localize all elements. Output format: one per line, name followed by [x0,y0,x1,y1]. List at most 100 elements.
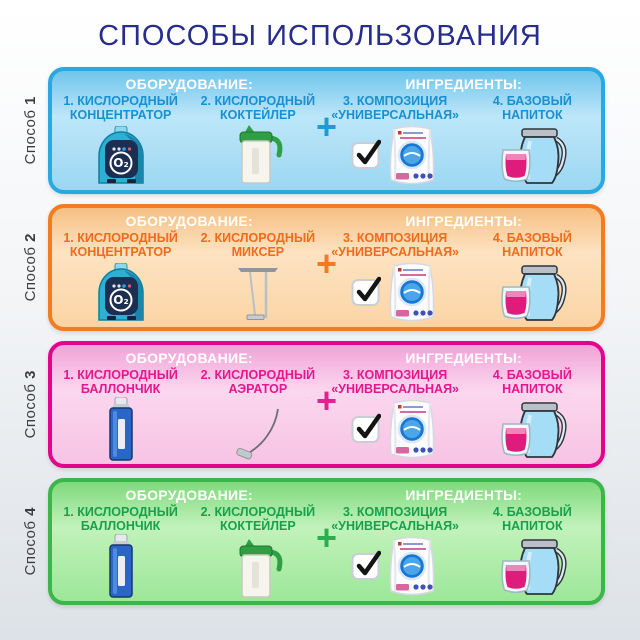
item-label-line: «УНИВЕРСАЛЬНАЯ» [331,519,460,534]
equipment-item: 1. КИСЛОРОДНЫЙ БАЛЛОНЧИК [52,503,189,604]
equipment-section: ОБОРУДОВАНИЕ: 1. КИСЛОРОДНЫЙ БАЛЛОНЧИК 2… [52,482,327,601]
ingredients-section: ИНГРЕДИЕНТЫ: 3. КОМПОЗИЦИЯ «УНИВЕРСАЛЬНА… [327,482,602,601]
item-label-line: 2. КИСЛОРОДНЫЙ [200,231,316,245]
device-o2-label: O₂ [113,293,128,307]
oxygen-cocktailer-icon [232,123,284,190]
item-label-line: 3. КОМПОЗИЦИЯ [342,505,448,519]
plus-sign: + [315,379,338,421]
method-row: Способ 4 ОБОРУДОВАНИЕ: 1. КИСЛОРОДНЫЙ БА… [12,478,605,605]
plus-sign: + [315,516,338,558]
item-label-line: КОКТЕЙЛЕР [220,108,296,123]
method-label-number: 3 [21,370,39,380]
equipment-item: 2. КИСЛОРОДНЫЙ МИКСЕР [189,229,326,327]
item-label-line: АЭРАТОР [228,382,288,397]
equipment-item: 2. КИСЛОРОДНЫЙ КОКТЕЙЛЕР [189,503,326,604]
composition-combo [351,397,439,466]
item-label: 1. КИСЛОРОДНЫЙ КОНЦЕНТРАТОР [63,94,178,123]
ingredient-item: 4. БАЗОВЫЙ НАПИТОК [464,92,601,192]
item-label-line: «УНИВЕРСАЛЬНАЯ» [331,108,460,123]
ingredients-section: ИНГРЕДИЕНТЫ: 3. КОМПОЗИЦИЯ «УНИВЕРСАЛЬНА… [327,345,602,464]
equipment-item: 2. КИСЛОРОДНЫЙ АЭРАТОР [189,366,326,467]
item-label-line: 1. КИСЛОРОДНЫЙ [63,505,178,519]
equipment-item: 2. КИСЛОРОДНЫЙ КОКТЕЙЛЕР [189,92,326,190]
item-label-line: НАПИТОК [502,519,563,534]
page-title: СПОСОБЫ ИСПОЛЬЗОВАНИЯ [98,20,542,52]
item-label-line: 4. БАЗОВЫЙ [492,505,572,519]
method-panel: ОБОРУДОВАНИЕ: 1. КИСЛОРОДНЫЙ КОНЦЕНТРАТО… [48,204,605,331]
composition-combo [351,534,439,603]
method-side-label: Способ 1 [12,67,48,194]
item-label: 3. КОМПОЗИЦИЯ «УНИВЕРСАЛЬНАЯ» [331,94,459,123]
item-label: 2. КИСЛОРОДНЫЙ МИКСЕР [201,231,316,260]
equipment-header: ОБОРУДОВАНИЕ: [125,350,253,366]
equipment-header: ОБОРУДОВАНИЕ: [125,213,253,229]
plus-sign: + [315,105,338,147]
ingredient-item: 3. КОМПОЗИЦИЯ «УНИВЕРСАЛЬНАЯ» [327,503,464,603]
item-label: 1. КИСЛОРОДНЫЙ БАЛЛОНЧИК [63,505,178,534]
method-label-number: 4 [21,507,39,517]
ingredients-header: ИНГРЕДИЕНТЫ: [405,350,523,366]
item-label: 2. КИСЛОРОДНЫЙ АЭРАТОР [201,368,316,397]
item-label: 1. КИСЛОРОДНЫЙ КОНЦЕНТРАТОР [63,231,178,260]
item-label-line: КОНЦЕНТРАТОР [69,108,172,123]
item-label-line: 2. КИСЛОРОДНЫЙ [200,505,316,519]
equipment-header: ОБОРУДОВАНИЕ: [125,76,253,92]
item-label: 3. КОМПОЗИЦИЯ «УНИВЕРСАЛЬНАЯ» [331,368,459,397]
equipment-item: 1. КИСЛОРОДНЫЙ КОНЦЕНТРАТОР O₂ [52,92,189,190]
checked-checkbox-icon [351,412,381,444]
item-label-line: НАПИТОК [502,108,563,123]
item-label-line: 3. КОМПОЗИЦИЯ [342,368,448,382]
item-label: 2. КИСЛОРОДНЫЙ КОКТЕЙЛЕР [201,94,316,123]
oxygen-canister-icon [106,533,136,604]
ingredient-item: 3. КОМПОЗИЦИЯ «УНИВЕРСАЛЬНАЯ» [327,92,464,192]
ingredient-item: 3. КОМПОЗИЦИЯ «УНИВЕРСАЛЬНАЯ» [327,229,464,329]
checked-checkbox-icon [351,275,381,307]
ingredients-header: ИНГРЕДИЕНТЫ: [405,487,523,503]
method-label-word: Способ [21,246,39,302]
oxygen-cocktailer-icon [232,534,284,604]
item-label-line: 4. БАЗОВЫЙ [492,231,572,245]
equipment-section: ОБОРУДОВАНИЕ: 1. КИСЛОРОДНЫЙ КОНЦЕНТРАТО… [52,208,327,327]
base-drink-pitcher-icon [497,123,567,192]
item-label-line: 3. КОМПОЗИЦИЯ [342,231,448,245]
item-label-line: 1. КИСЛОРОДНЫЙ [63,94,178,108]
item-label: 4. БАЗОВЫЙ НАПИТОК [493,94,572,123]
method-row: Способ 1 ОБОРУДОВАНИЕ: 1. КИСЛОРОДНЫЙ КО… [12,67,605,194]
method-side-label: Способ 4 [12,478,48,605]
method-panel: ОБОРУДОВАНИЕ: 1. КИСЛОРОДНЫЙ БАЛЛОНЧИК 2… [48,478,605,605]
equipment-section: ОБОРУДОВАНИЕ: 1. КИСЛОРОДНЫЙ КОНЦЕНТРАТО… [52,71,327,190]
plus-sign: + [315,242,338,284]
item-label: 4. БАЗОВЫЙ НАПИТОК [493,231,572,260]
method-label-number: 1 [21,96,39,106]
equipment-item: 1. КИСЛОРОДНЫЙ КОНЦЕНТРАТОР O₂ [52,229,189,327]
oxygen-concentrator-icon: O₂ [94,123,148,190]
item-label: 4. БАЗОВЫЙ НАПИТОК [493,368,572,397]
ingredient-item: 3. КОМПОЗИЦИЯ «УНИВЕРСАЛЬНАЯ» [327,366,464,466]
method-label-word: Способ [21,109,39,165]
ingredients-header: ИНГРЕДИЕНТЫ: [405,76,523,92]
ingredient-item: 4. БАЗОВЫЙ НАПИТОК [464,229,601,329]
ingredients-section: ИНГРЕДИЕНТЫ: 3. КОМПОЗИЦИЯ «УНИВЕРСАЛЬНА… [327,208,602,327]
method-label-word: Способ [21,383,39,439]
method-side-label: Способ 3 [12,341,48,468]
item-label: 4. БАЗОВЫЙ НАПИТОК [493,505,572,534]
device-o2-label: O₂ [113,156,128,170]
checked-checkbox-icon [351,138,381,170]
oxygen-mixer-icon [236,260,280,327]
item-label-line: НАПИТОК [502,245,563,260]
base-drink-pitcher-icon [497,534,567,603]
item-label: 3. КОМПОЗИЦИЯ «УНИВЕРСАЛЬНАЯ» [331,505,459,534]
ingredient-item: 4. БАЗОВЫЙ НАПИТОК [464,366,601,466]
oxygen-canister-icon [106,396,136,467]
item-label-line: МИКСЕР [231,245,285,260]
composition-combo [351,123,439,192]
method-label-word: Способ [21,520,39,576]
method-label-number: 2 [21,233,39,243]
method-row: Способ 2 ОБОРУДОВАНИЕ: 1. КИСЛОРОДНЫЙ КО… [12,204,605,331]
base-drink-pitcher-icon [497,260,567,329]
method-panel: ОБОРУДОВАНИЕ: 1. КИСЛОРОДНЫЙ БАЛЛОНЧИК 2… [48,341,605,468]
ingredient-item: 4. БАЗОВЫЙ НАПИТОК [464,503,601,603]
equipment-header: ОБОРУДОВАНИЕ: [125,487,253,503]
item-label-line: 1. КИСЛОРОДНЫЙ [63,368,178,382]
item-label-line: КОКТЕЙЛЕР [220,519,296,534]
